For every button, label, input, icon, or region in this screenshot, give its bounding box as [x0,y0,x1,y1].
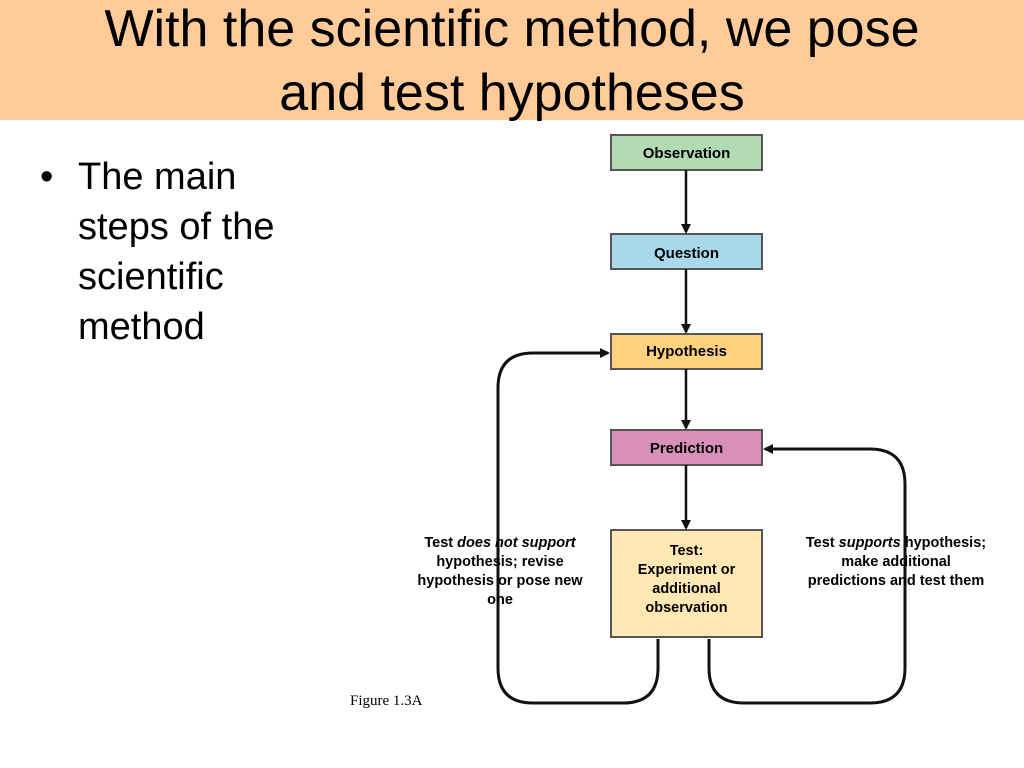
test-label-line-4: observation [645,600,728,616]
question-label: Question [654,245,719,262]
right-loop-note: Test supports hypothesis; make additiona… [804,534,988,591]
right-note-part-3: hypothesis; make additional predictions … [807,535,987,589]
slide-title-line-1: With the scientific method, we pose [104,0,920,58]
bullet-marker: • [40,156,54,198]
left-note-part-3: hypothesis; revise hypothesis or pose ne… [417,554,583,608]
left-loop-note: Test does not support hypothesis; revise… [412,534,588,610]
test-box [610,529,763,638]
left-note-part-1: Test [424,535,458,551]
question-box [610,233,763,270]
test-label-line-2: Experiment or [637,562,736,578]
title-bar: With the scientific method, we pose and … [0,0,1024,122]
test-label-line-1: Test: [669,543,704,559]
right-note-part-1: Test [805,535,839,551]
hypothesis-label: Hypothesis [646,343,727,360]
observation-box [610,134,763,171]
slide-title-line-2: and test hypotheses [279,64,745,122]
bullet-text: The main steps of the scientific method [78,156,275,348]
test-box-text: Test: Experiment or additional observati… [611,542,762,618]
prediction-label: Prediction [650,440,723,457]
hypothesis-box [610,333,763,370]
right-note-emphasis: supports [838,535,901,551]
left-note-emphasis: does not support [457,535,576,551]
arrow-loop-revise-hypothesis [496,348,660,705]
observation-label: Observation [643,145,731,162]
test-label-line-3: additional [652,581,721,597]
prediction-box [610,429,763,466]
arrow-loop-new-prediction [707,444,907,705]
figure-caption: Figure 1.3A [350,693,423,709]
